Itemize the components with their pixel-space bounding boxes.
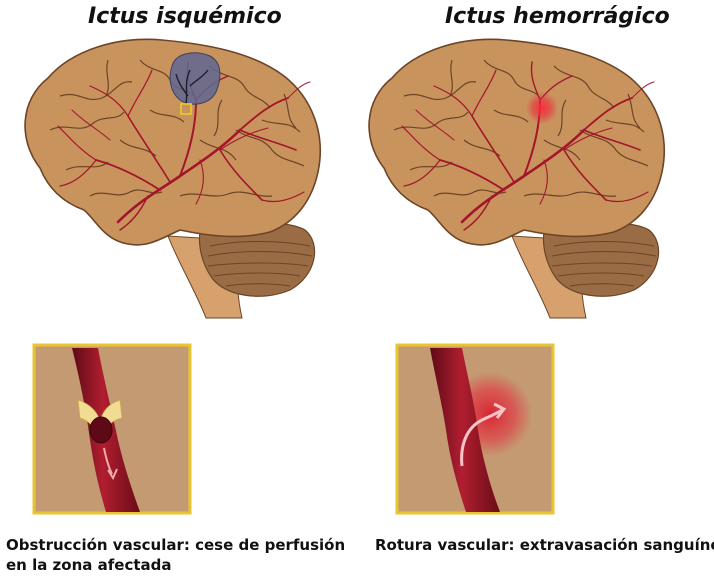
ischemic-caption-line-1: Obstrucción vascular: cese de perfusión xyxy=(6,535,345,555)
ischemic-inset xyxy=(34,345,190,513)
clot xyxy=(90,417,112,443)
ischemic-caption: Obstrucción vascular: cese de perfusión … xyxy=(6,535,345,575)
hemorrhagic-caption: Rotura vascular: extravasación sanguínea xyxy=(375,535,714,555)
ischemic-brain xyxy=(25,39,320,318)
hemorrhagic-inset xyxy=(397,345,553,513)
hemorrhagic-brain xyxy=(369,39,664,318)
hemorrhagic-caption-line-1: Rotura vascular: extravasación sanguínea xyxy=(375,535,714,555)
hemorrhage-spot xyxy=(526,92,558,124)
illustration-canvas xyxy=(0,0,714,530)
ischemic-caption-line-2: en la zona afectada xyxy=(6,555,345,575)
